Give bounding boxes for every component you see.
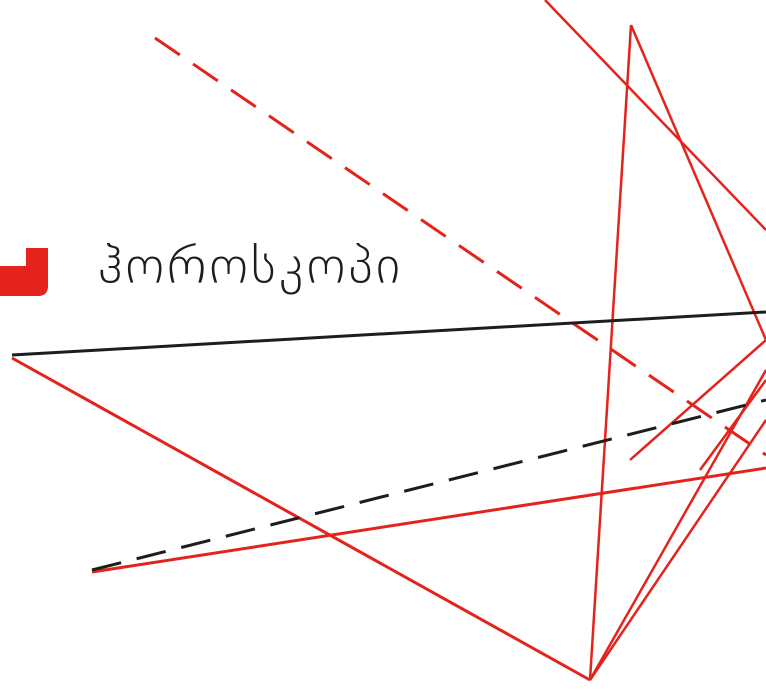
red-line xyxy=(11,356,591,682)
page-heading: ჰოროსკოპი xyxy=(98,236,404,296)
red-line xyxy=(588,24,633,681)
red-line xyxy=(698,379,766,471)
red-line xyxy=(629,24,766,341)
red-dashed-line xyxy=(154,36,766,457)
red-line xyxy=(91,466,766,574)
red-line xyxy=(588,419,766,681)
red-corner-shape xyxy=(0,248,48,296)
red-line xyxy=(544,0,766,231)
red-line xyxy=(629,339,766,461)
red-corner-mark xyxy=(0,248,48,296)
black-line xyxy=(11,310,766,357)
black-dashed-line xyxy=(91,398,766,572)
